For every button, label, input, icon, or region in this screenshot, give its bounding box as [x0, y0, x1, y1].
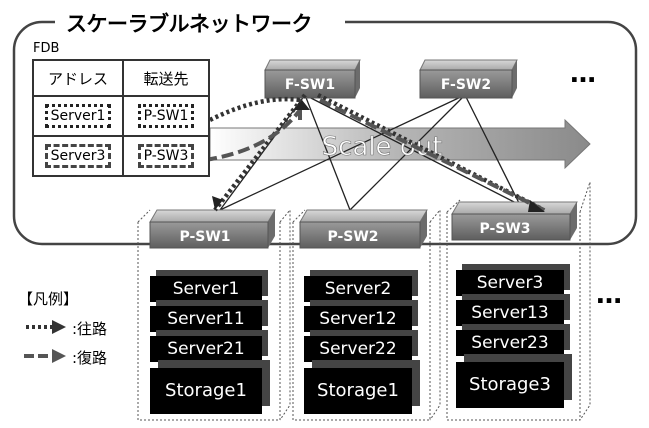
pod-outlines: [137, 181, 591, 421]
fdb-table: アドレス 転送先 Server1 P-SW1 Server3 P-SW3: [32, 59, 210, 177]
fabric-switch-1: F-SW1: [264, 59, 361, 99]
diagram-title: スケーラブルネットワーク: [66, 12, 313, 36]
path-arrowheads: [212, 100, 545, 212]
fabric-switch-1-label: F-SW1: [285, 77, 335, 93]
pod-switch-2-label: P-SW2: [327, 229, 378, 245]
fdb-row-2-dest: P-SW3: [137, 144, 195, 168]
pod-switch-1: P-SW1: [149, 209, 276, 249]
fdb-row-1-dest: P-SW1: [137, 104, 195, 128]
storage-block: Storage3: [456, 362, 564, 408]
pod-switch-1-label: P-SW1: [179, 229, 230, 245]
fdb-header-address: アドレス: [34, 61, 124, 95]
storage-block: Storage1: [150, 368, 262, 414]
fabric-switch-2: F-SW2: [419, 59, 518, 99]
legend-return-arrow: [24, 349, 66, 363]
scaleout-label: Scale out: [322, 132, 443, 162]
fdb-row-1-address: Server1: [44, 104, 112, 128]
pod-switch-2: P-SW2: [299, 209, 428, 249]
server-block: Server11: [150, 306, 262, 332]
storage-block: Storage1: [304, 368, 412, 414]
return-path: [204, 98, 549, 214]
fabric-ellipsis: …: [570, 59, 596, 89]
pod-ellipsis: …: [596, 280, 622, 310]
fdb-header-dest: 転送先: [143, 69, 189, 88]
legend-title: 【凡例】: [18, 290, 79, 308]
legend-return-label: :復路: [72, 349, 108, 367]
server-block: Server12: [304, 306, 412, 332]
legend-forward-label: :往路: [72, 320, 108, 338]
legend-forward-arrow: [26, 320, 66, 334]
fabric-switch-2-label: F-SW2: [441, 77, 491, 93]
pod-switch-3: P-SW3: [451, 201, 578, 241]
forward-path: [208, 92, 542, 212]
server-block: Server13: [456, 300, 564, 326]
fdb-row-2-address: Server3: [44, 144, 112, 168]
server-block: Server21: [150, 336, 262, 362]
server-block: Server22: [304, 336, 412, 362]
server-block: Server1: [150, 276, 262, 302]
server-block: Server2: [304, 276, 412, 302]
fdb-caption: FDB: [33, 41, 60, 56]
server-block: Server3: [456, 270, 564, 296]
connection-lines: [219, 94, 521, 211]
pod-switch-3-label: P-SW3: [479, 221, 530, 237]
server-block: Server23: [456, 330, 564, 356]
